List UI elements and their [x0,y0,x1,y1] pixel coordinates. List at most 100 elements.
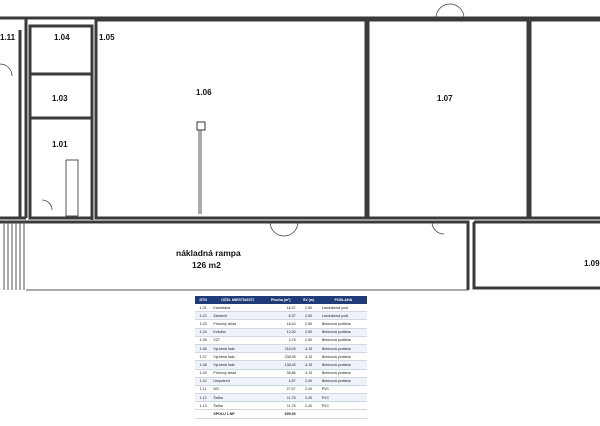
table-cell: SPOLU 1.NP [211,409,264,419]
table-cell: Laminátová podl. [319,304,367,313]
room-label-1-11: 1.11 [0,33,16,42]
room-label-1-04: 1.04 [54,33,70,42]
table-cell: 4,15 [297,344,320,354]
table-cell: Príručný sklad [211,369,264,378]
table-cell: 2,40 [297,377,320,386]
hall-walls [94,18,600,220]
table-cell: Betónová podlaha [319,377,367,386]
table-cell: Betónová podlaha [319,328,367,337]
table-cell: 18,47 [263,304,298,313]
table-cell: 1.13 [195,401,212,411]
table-cell: Príručný sklad [211,319,264,329]
table-cell: PVC [319,385,367,395]
table-cell: 2,50 [297,304,320,313]
table-cell: Šatňa [211,401,264,411]
table-cell: 2,50 [297,311,320,321]
table-cell: 1.10 [195,377,212,386]
table-cell: 1.04 [195,328,212,337]
table-cell: 4,15 [297,369,320,378]
table-cell: 1.09 [195,369,212,378]
table-cell: 2,50 [297,336,320,345]
table-cell: Laminátová podl. [319,311,367,321]
col-header-purpose: ÚČEL MIESTNOSTI [211,296,264,304]
table-cell: 38,86 [263,369,298,378]
table-cell: Kancelária [211,304,264,313]
table-cell: Betónová podlaha [319,352,367,362]
table-cell: WC [211,385,264,395]
table-cell: 699,93 [263,409,298,419]
table-cell: 2,40 [297,401,320,411]
table-cell: 1.06 [195,344,212,354]
table-cell: 238,55 [263,352,298,362]
table-cell: VZT [211,336,264,345]
ramp-outline [0,220,600,291]
col-header-floor: PODLAHA [319,296,367,304]
table-cell [195,409,212,419]
room-label-1-01: 1.01 [52,140,68,149]
table-cell [319,409,367,419]
table-cell: Betónová podlaha [319,344,367,354]
table-cell: 1.01 [195,304,212,313]
table-header-row: DTN ÚČEL MIESTNOSTI Plocha (m²) SV (m) P… [195,296,367,304]
table-cell: 11,76 [263,393,298,403]
ramp-area: 126 m2 [192,260,221,270]
table-cell: 18,44 [263,319,298,329]
table-cell: 216,05 [263,344,298,354]
table-cell: 2,40 [297,385,320,395]
table-cell: 1.02 [195,311,212,321]
table-cell: Výrobná hala [211,344,264,354]
room-label-1-06: 1.06 [196,88,212,97]
doors [0,3,465,237]
table-cell: 138,45 [263,360,298,370]
table-cell: 1.03 [195,319,212,329]
room-label-1-09: 1.09 [584,259,600,268]
room-labels: 1.11 1.04 1.05 1.03 1.01 1.06 1.07 1.09 [0,33,600,268]
table-cell: 3,78 [263,336,298,345]
table-cell: Kotolňa [211,328,264,337]
col-header-dtn: DTN [195,296,212,304]
table-cell: 1.11 [195,385,212,395]
table-cell: 1.12 [195,393,212,403]
col-header-height: SV (m) [297,296,320,304]
table-cell: 4,15 [297,352,320,362]
room-label-1-07: 1.07 [437,94,453,103]
room-walls-left [28,24,94,220]
table-cell [297,409,320,419]
table-cell: Betónová podlaha [319,369,367,378]
table-cell: 27,57 [263,385,298,395]
stairs [3,222,25,290]
room-schedule-table: DTN ÚČEL MIESTNOSTI Plocha (m²) SV (m) P… [195,296,367,419]
table-cell: Výrobná hala [211,360,264,370]
table-cell: 12,00 [263,328,298,337]
table-cell: PVC [319,401,367,411]
table-cell: Výrobná hala [211,352,264,362]
table-cell: PVC [319,393,367,403]
table-cell: 4,57 [263,377,298,386]
outer-walls [0,16,600,220]
table-cell: 6,37 [263,311,298,321]
ramp-title: nákladná rampa [176,248,241,258]
table-cell: 1.05 [195,336,212,345]
room-label-1-03: 1.03 [52,94,68,103]
table-cell: 1.07 [195,352,212,362]
table-cell: Šatňa [211,393,264,403]
table-cell: 2,50 [297,328,320,337]
table-cell: Betónová podlaha [319,360,367,370]
table-cell: Zádverie [211,311,264,321]
table-cell: 2,50 [297,319,320,329]
table-cell: Umyváreň [211,377,264,386]
